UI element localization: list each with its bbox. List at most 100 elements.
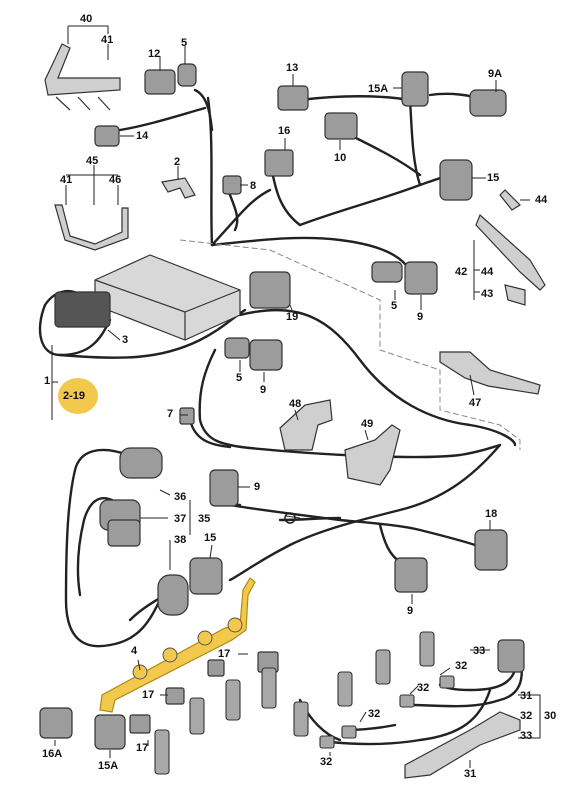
connector-17b: [165, 687, 185, 705]
label-46: 46: [109, 174, 122, 186]
reference-badge: [58, 378, 98, 414]
bracket-43-clip: [504, 284, 526, 306]
label-9A: 9A: [488, 68, 503, 80]
connector-5-right: [371, 261, 403, 283]
label-47: 47: [469, 397, 482, 409]
label-41-left: 41: [60, 174, 73, 186]
connector-7: [179, 407, 195, 425]
label-1: 1: [44, 375, 51, 387]
ring-terminal: [284, 512, 296, 524]
label-38: 38: [174, 534, 187, 546]
connector-8: [222, 175, 242, 195]
connector-12: [144, 69, 176, 95]
connector-5-mid: [224, 337, 250, 359]
bracket-31: [404, 711, 521, 779]
reference-2-19: 2-19: [63, 390, 86, 402]
label-16A: 16A: [42, 748, 63, 760]
connector-16A: [39, 707, 73, 739]
label-5-mid: 5: [236, 372, 243, 384]
label-9-mid: 9: [260, 384, 267, 396]
connector-15-top: [439, 159, 473, 201]
label-7: 7: [167, 408, 174, 420]
label-9-right: 9: [417, 311, 424, 323]
label-33: 33: [473, 645, 486, 657]
label-32-bracket: 32: [520, 710, 533, 722]
connector-19: [249, 271, 291, 309]
connector-14: [94, 125, 120, 147]
bracket-42: [475, 213, 546, 291]
injector-harness-highlight: [99, 577, 256, 713]
control-units: [54, 254, 241, 341]
leader-lines: [51, 25, 541, 768]
label-4: 4: [131, 645, 138, 657]
bracket-48: [279, 399, 333, 451]
label-2: 2: [174, 156, 181, 168]
connector-13: [277, 85, 309, 111]
label-17-c: 17: [136, 742, 149, 754]
connector-9-lower: [209, 469, 239, 507]
connector-18: [474, 529, 508, 571]
label-12: 12: [148, 48, 161, 60]
label-15-lower: 15: [204, 532, 217, 544]
label-32-b: 32: [417, 682, 430, 694]
connector-33: [497, 639, 525, 673]
label-40: 40: [80, 13, 93, 25]
label-19: 19: [286, 311, 299, 323]
connectors: [39, 63, 525, 750]
connector-15A-bottom: [94, 714, 126, 750]
engine-control-unit: [94, 254, 241, 341]
connector-9-bottom: [394, 557, 428, 593]
label-14: 14: [136, 130, 149, 142]
label-37: 37: [174, 513, 187, 525]
label-17-b: 17: [142, 689, 155, 701]
label-42: 42: [455, 266, 468, 278]
label-33-bracket: 33: [520, 730, 533, 742]
label-16: 16: [278, 125, 291, 137]
label-41-top: 41: [101, 34, 114, 46]
bracket-2: [161, 177, 196, 199]
label-13: 13: [286, 62, 299, 74]
connector-15A-top: [401, 71, 429, 107]
label-3: 3: [122, 334, 129, 346]
bracket-47: [439, 351, 541, 395]
label-15-top: 15: [487, 172, 500, 184]
connector-17d: [129, 714, 151, 734]
injectors-and-sensors: [154, 631, 455, 775]
connector-15-lower: [189, 557, 223, 595]
label-9-bottom: 9: [407, 605, 414, 617]
label-10: 10: [334, 152, 347, 164]
module-3: [54, 291, 111, 328]
engine-outline-dashed: [179, 239, 521, 450]
connector-38: [107, 519, 141, 547]
connector-16: [264, 149, 294, 177]
label-15A-top: 15A: [368, 83, 389, 95]
bracket-40: [44, 43, 121, 96]
label-5-top: 5: [181, 37, 188, 49]
label-32-e: 32: [320, 756, 333, 768]
label-9-lower: 9: [254, 481, 261, 493]
connector-9-mid: [249, 339, 283, 371]
label-32-a: 32: [455, 660, 468, 672]
bracket-45: [54, 204, 129, 251]
label-35: 35: [198, 513, 211, 525]
label-5-right: 5: [391, 300, 398, 312]
bracket-44-clip: [499, 189, 521, 211]
label-17-a: 17: [218, 648, 231, 660]
connector-9-right: [404, 261, 438, 295]
label-45: 45: [86, 155, 99, 167]
connector-17a: [207, 659, 225, 677]
label-44-right: 44: [481, 266, 494, 278]
connector-large-round: [157, 574, 189, 616]
label-15A-bottom: 15A: [98, 760, 119, 772]
label-49: 49: [361, 418, 374, 430]
bracket-49: [344, 424, 401, 486]
label-44-top: 44: [535, 194, 548, 206]
label-36: 36: [174, 491, 187, 503]
brackets: [44, 43, 546, 779]
label-18: 18: [485, 508, 498, 520]
connector-36: [119, 447, 163, 479]
connector-9A: [469, 89, 507, 117]
label-31-bracket: 31: [520, 690, 533, 702]
label-48: 48: [289, 398, 302, 410]
